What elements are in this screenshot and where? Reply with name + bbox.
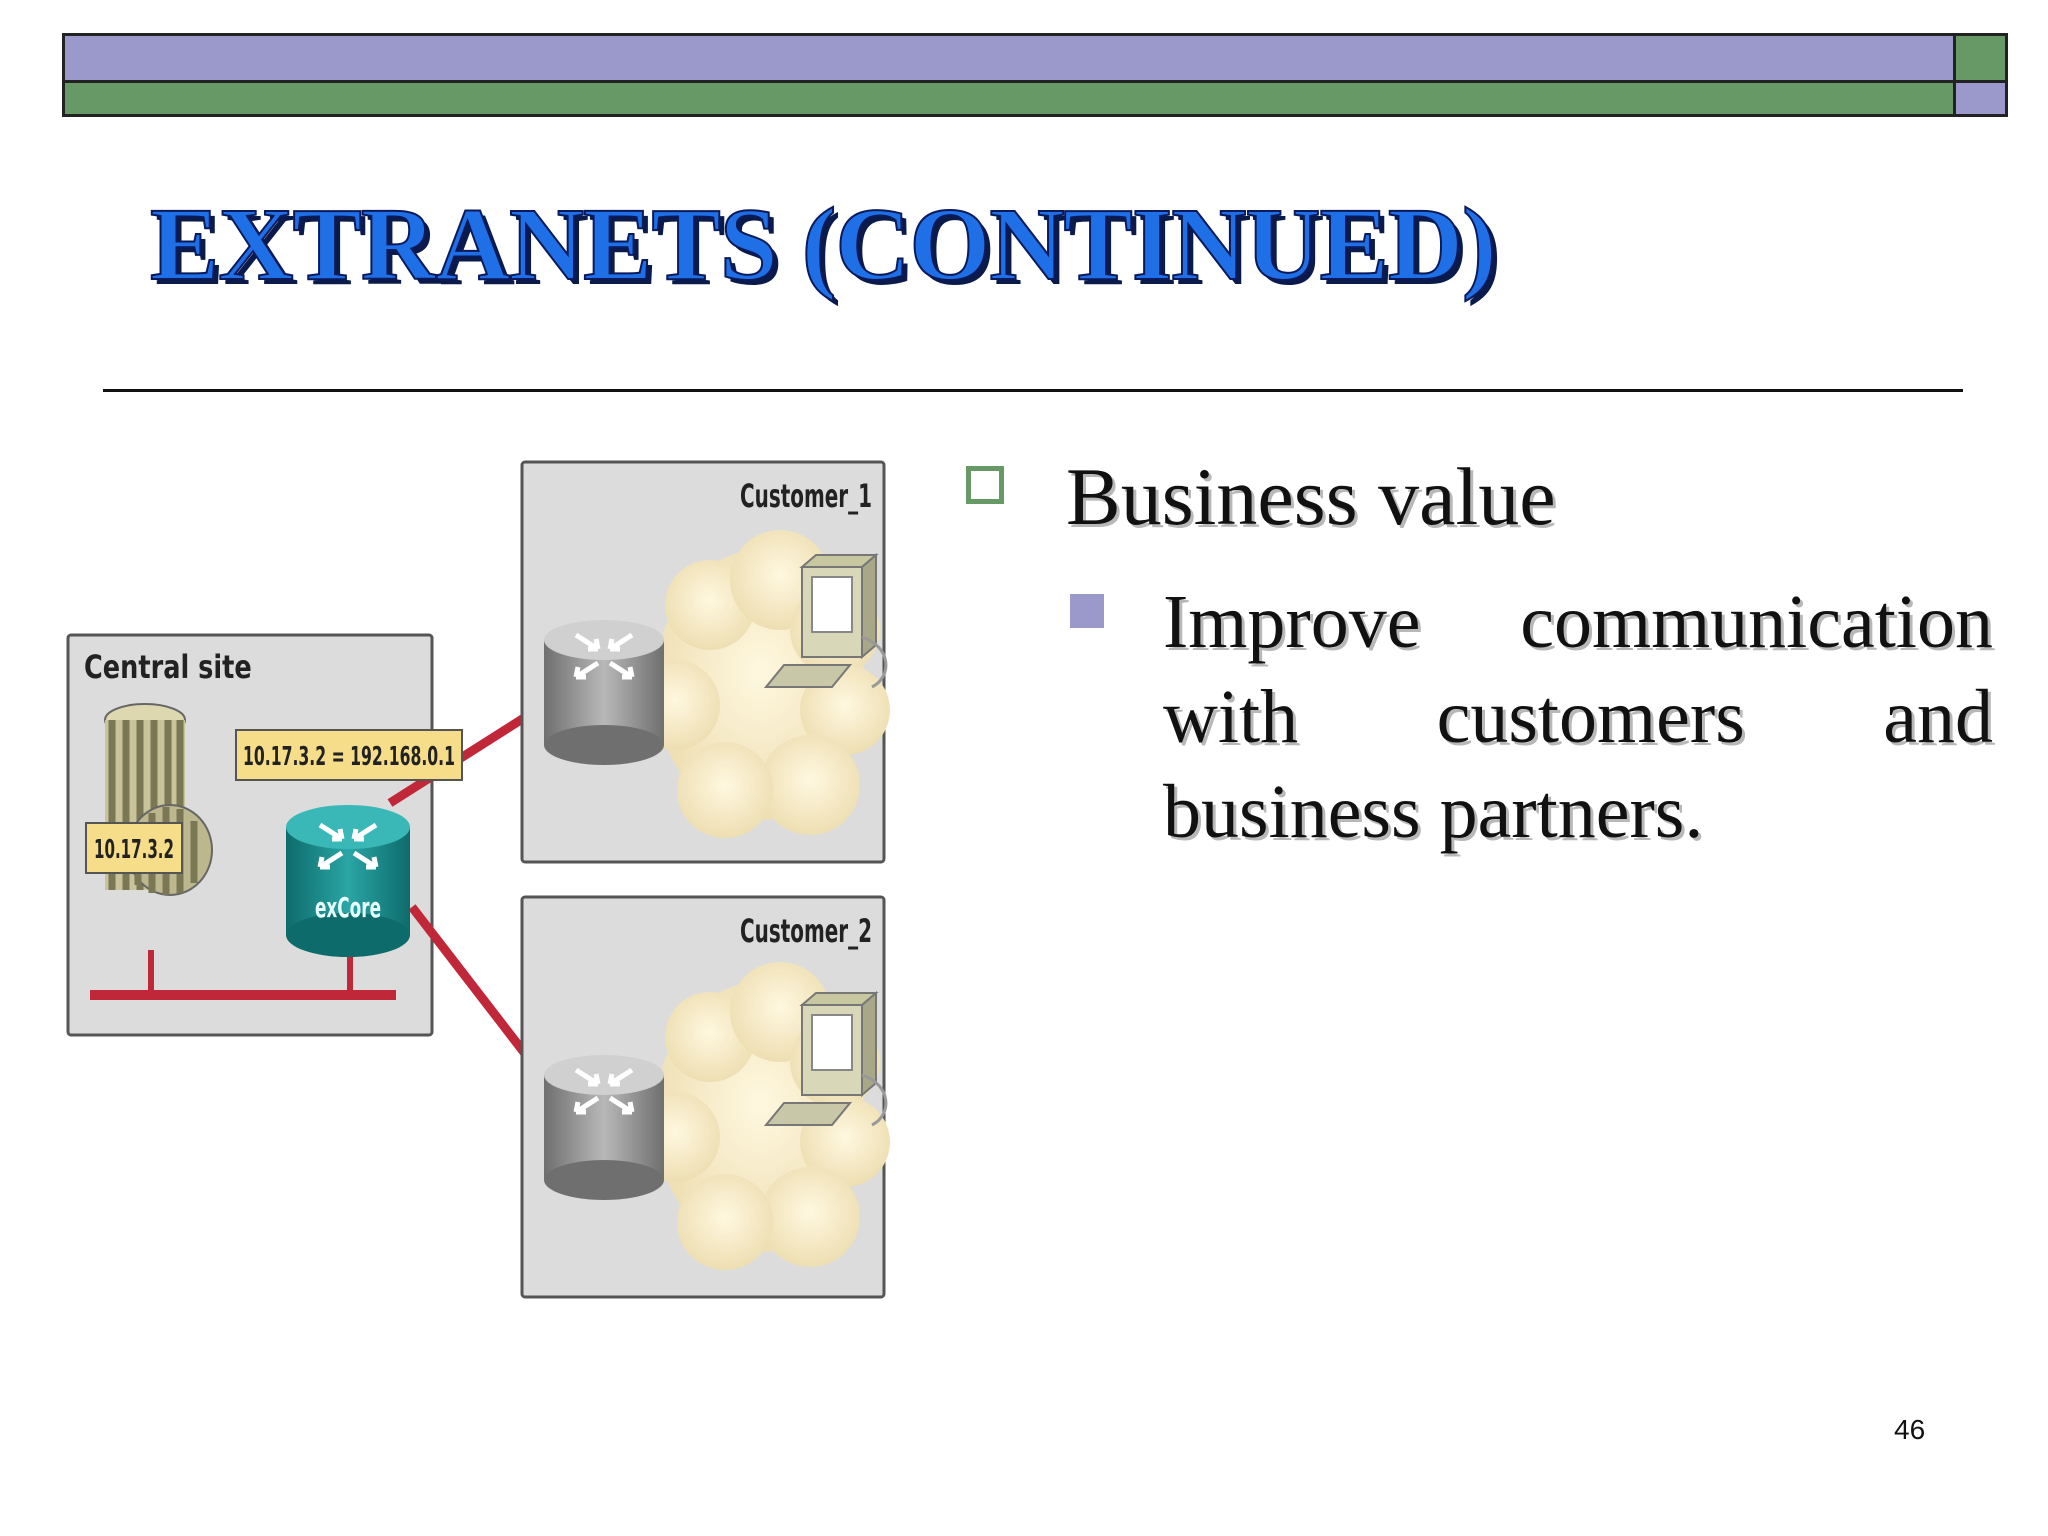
customer-1-label: Customer_1 (740, 477, 872, 515)
page-number: 46 (1894, 1414, 1926, 1445)
customer-2-router-icon (544, 1055, 664, 1200)
title-divider (103, 389, 1963, 392)
server-ip-box (85, 822, 183, 874)
customer-2-label: Customer_2 (740, 912, 872, 950)
bullet-hollow-square-icon (966, 466, 1004, 504)
customer-1-router-icon (544, 620, 664, 765)
server-ip-label: 10.17.3.2 (94, 835, 174, 865)
excore-router-icon (286, 805, 410, 957)
header-square-purple (1956, 83, 2008, 117)
nat-mapping-label: 10.17.3.2 = 192.168.0.1 (243, 742, 455, 772)
slide-title: EXTRANETS (CONTINUED) (149, 186, 1498, 303)
lan-bus (90, 990, 396, 1000)
header-bar-green (62, 83, 1956, 117)
bullet-filled-square-icon (1070, 594, 1104, 628)
header-square-green (1956, 33, 2008, 83)
router-label: exCore (315, 891, 381, 924)
central-site-label: Central site (84, 648, 252, 686)
nat-mapping-box (235, 729, 463, 781)
header-bar-purple (62, 33, 1956, 83)
bullet-business-value: Business value (1066, 451, 1556, 542)
extranet-diagram: Central site (60, 455, 900, 1305)
sub-bullet-improve-communication: Improve communication with customers and… (1163, 580, 1993, 854)
